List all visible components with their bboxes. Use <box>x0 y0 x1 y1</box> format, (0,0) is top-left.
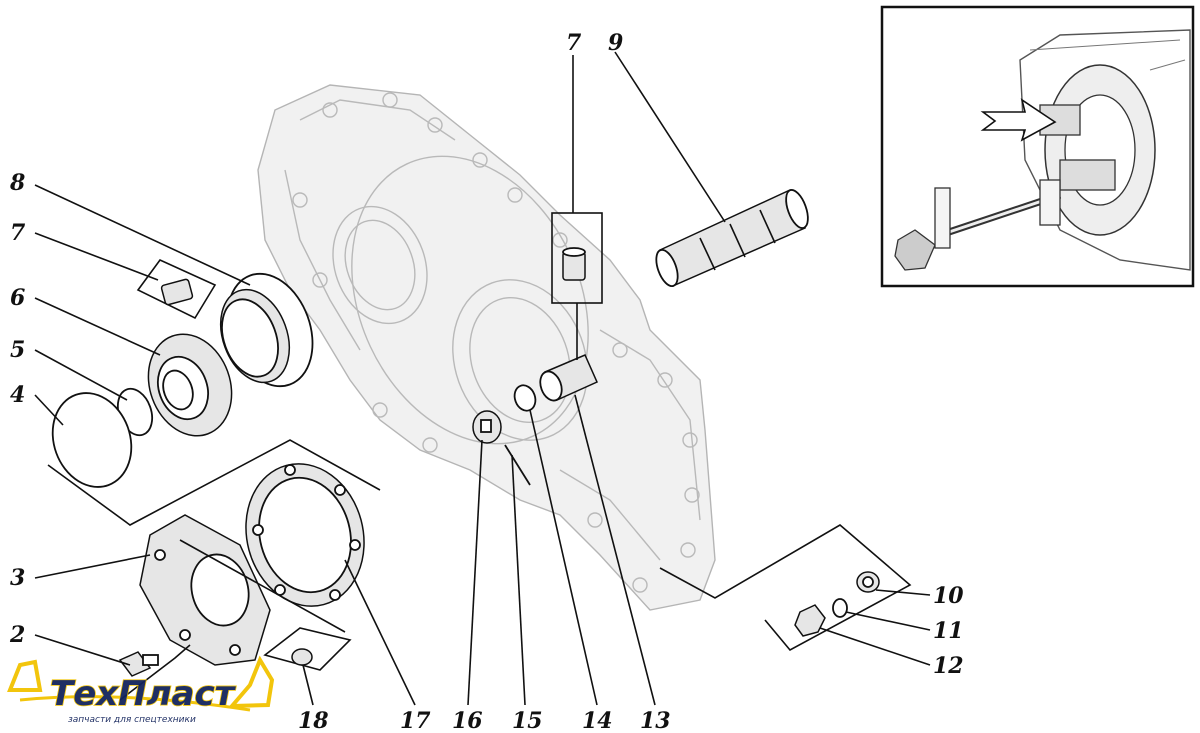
plug <box>472 410 502 444</box>
callout-13: 13 <box>640 708 671 733</box>
bearing-cup <box>219 272 314 388</box>
housing-bolt-holes <box>292 92 700 593</box>
callout-11: 11 <box>933 618 964 644</box>
pointer-arrow-icon <box>980 98 1057 142</box>
fastener-set <box>659 524 912 652</box>
callout-16: 16 <box>452 708 483 733</box>
bushing-left <box>136 259 217 320</box>
callout-8: 8 <box>9 170 25 196</box>
pin <box>504 444 531 486</box>
gearbox-housing <box>257 84 716 611</box>
logo-brand-text: ТехПласт <box>50 674 237 714</box>
callout-15: 15 <box>512 708 543 733</box>
callout-6: 6 <box>10 285 25 311</box>
bolt <box>118 644 191 701</box>
techplast-logo: ТехПласт запчасти для спецтехники <box>7 655 275 725</box>
splined-shaft <box>655 188 809 288</box>
callout-5: 5 <box>10 337 25 363</box>
callout-3: 3 <box>10 565 25 591</box>
callout-12: 12 <box>933 653 964 679</box>
group-bracket-left <box>47 439 381 526</box>
callout-7-top: 7 <box>566 30 582 56</box>
callout-10: 10 <box>933 583 964 609</box>
logo-tagline: запчасти для спецтехники <box>68 715 196 725</box>
callout-9: 9 <box>608 30 623 56</box>
callout-7-left: 7 <box>10 220 26 246</box>
callout-18: 18 <box>298 708 329 733</box>
callout-numbers: 7 9 8 7 6 5 4 3 2 18 17 16 15 14 13 10 1… <box>9 30 964 733</box>
circlip-large <box>51 392 133 488</box>
ball-bearing <box>147 333 233 437</box>
small-plug <box>263 627 352 671</box>
gasket <box>245 463 365 607</box>
callout-4: 4 <box>10 382 25 408</box>
callout-17: 17 <box>400 708 431 733</box>
sleeve <box>539 303 598 402</box>
cover-plate <box>139 514 271 666</box>
bushing-upper <box>551 212 603 304</box>
leader-lines <box>34 51 931 706</box>
inset-view <box>880 5 1195 288</box>
callout-2: 2 <box>9 622 25 648</box>
callout-14: 14 <box>582 708 613 733</box>
